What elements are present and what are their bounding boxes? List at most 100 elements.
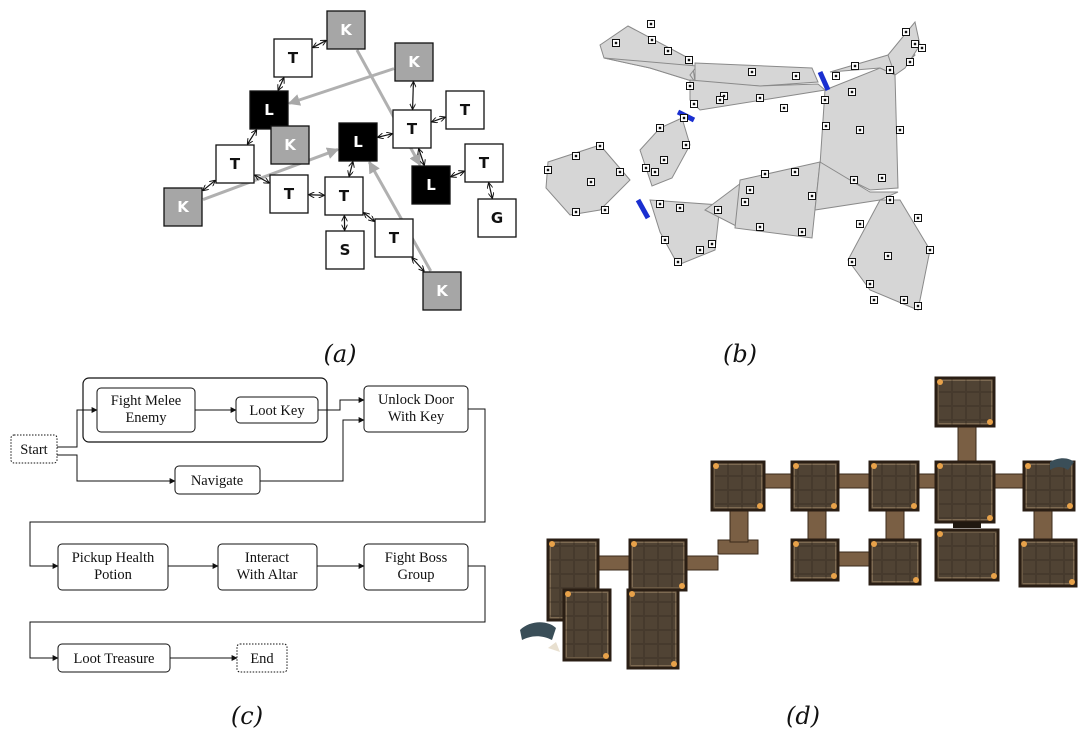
graph-edge: [248, 130, 257, 144]
waypoint-marker: [656, 124, 664, 132]
waypoint-marker: [866, 280, 874, 288]
graph-node-lock: L: [411, 165, 451, 205]
navigate-node: Navigate: [174, 465, 261, 495]
waypoint-marker: [756, 223, 764, 231]
graph-node-key: K: [422, 271, 462, 311]
waypoint-marker: [642, 164, 650, 172]
waypoint-marker: [780, 104, 788, 112]
waypoint-marker: [612, 39, 620, 47]
graph-node-label: T: [230, 155, 241, 173]
graph-edge: [364, 213, 374, 221]
dungeon-room: [1022, 460, 1076, 512]
waypoint-marker: [851, 62, 859, 70]
waypoint-marker: [914, 302, 922, 310]
dungeon-room: [868, 460, 920, 512]
graph-edge: [278, 78, 284, 90]
graph-node-label: S: [340, 241, 351, 259]
graph-node-label: K: [284, 136, 297, 154]
waypoint-marker: [572, 208, 580, 216]
navmesh-waypoints: [544, 20, 934, 310]
graph-node-label: K: [408, 53, 421, 71]
graph-node-label: T: [284, 185, 295, 203]
graph-node-label: L: [264, 101, 274, 119]
caption-b: (b): [723, 340, 757, 368]
waypoint-marker: [741, 198, 749, 206]
graph-node-label: L: [426, 176, 436, 194]
graph-node-lock: L: [338, 122, 378, 162]
navmesh-polygons: [545, 20, 931, 311]
waypoint-marker: [544, 166, 552, 174]
dungeon-room: [626, 588, 680, 670]
caption-a: (a): [323, 340, 356, 368]
graph-node-task: T: [324, 176, 364, 216]
graph-node-label: K: [177, 198, 190, 216]
waypoint-marker: [848, 258, 856, 266]
graph-node-task: T: [269, 174, 309, 214]
dungeon-room: [934, 528, 1000, 582]
waypoint-marker: [616, 168, 624, 176]
graph-node-task: G: [477, 198, 517, 238]
graph-edge: [489, 183, 493, 198]
waypoint-marker: [647, 20, 655, 28]
graph-node-task: T: [374, 218, 414, 258]
graph-node-label: T: [288, 49, 299, 67]
waypoint-marker: [900, 296, 908, 304]
waypoint-marker: [902, 28, 910, 36]
graph-edge: [432, 117, 445, 122]
waypoint-marker: [792, 72, 800, 80]
graph-node-key: K: [394, 42, 434, 82]
waypoint-marker: [832, 72, 840, 80]
waypoint-marker: [748, 68, 756, 76]
waypoint-marker: [656, 200, 664, 208]
graph-node-label: T: [479, 154, 490, 172]
waypoint-marker: [791, 168, 799, 176]
waypoint-marker: [674, 258, 682, 266]
dungeon-room: [868, 538, 922, 586]
waypoint-marker: [848, 88, 856, 96]
waypoint-marker: [708, 240, 716, 248]
start-node: Start: [10, 434, 58, 464]
dungeon-room: [562, 588, 612, 662]
graph-node-label: T: [339, 187, 350, 205]
loot-key-node: Loot Key: [235, 396, 319, 424]
graph-edge: [309, 195, 324, 196]
waypoint-marker: [601, 206, 609, 214]
dungeon-room: [628, 538, 688, 592]
waypoint-marker: [808, 192, 816, 200]
loot-key-label: Loot Key: [249, 403, 305, 419]
graph-edge: [349, 162, 353, 176]
graph-node-label: T: [460, 101, 471, 119]
graph-node-lock: L: [249, 90, 289, 130]
waypoint-marker: [661, 236, 669, 244]
waypoint-marker: [856, 220, 864, 228]
graph-edge: [412, 258, 424, 271]
loot-treasure-label: Loot Treasure: [74, 651, 155, 667]
waypoint-marker: [686, 82, 694, 90]
dungeon-room: [790, 460, 840, 512]
graph-node-label: L: [353, 133, 363, 151]
caption-d: (d): [786, 702, 820, 730]
waypoint-marker: [685, 56, 693, 64]
start-label: Start: [20, 442, 47, 458]
dungeon-room: [710, 460, 766, 512]
waypoint-marker: [926, 246, 934, 254]
caption-c: (c): [231, 702, 263, 730]
waypoint-marker: [896, 126, 904, 134]
waypoint-marker: [884, 252, 892, 260]
graph-node-task: T: [445, 90, 485, 130]
waypoint-marker: [906, 58, 914, 66]
waypoint-marker: [798, 228, 806, 236]
waypoint-marker: [696, 246, 704, 254]
waypoint-marker: [676, 204, 684, 212]
waypoint-marker: [664, 47, 672, 55]
waypoint-marker: [682, 141, 690, 149]
waypoint-marker: [911, 40, 919, 48]
waypoint-marker: [716, 96, 724, 104]
panel-d-dungeon-render: [520, 376, 1078, 670]
waypoint-marker: [680, 114, 688, 122]
graph-node-key: K: [326, 10, 366, 50]
